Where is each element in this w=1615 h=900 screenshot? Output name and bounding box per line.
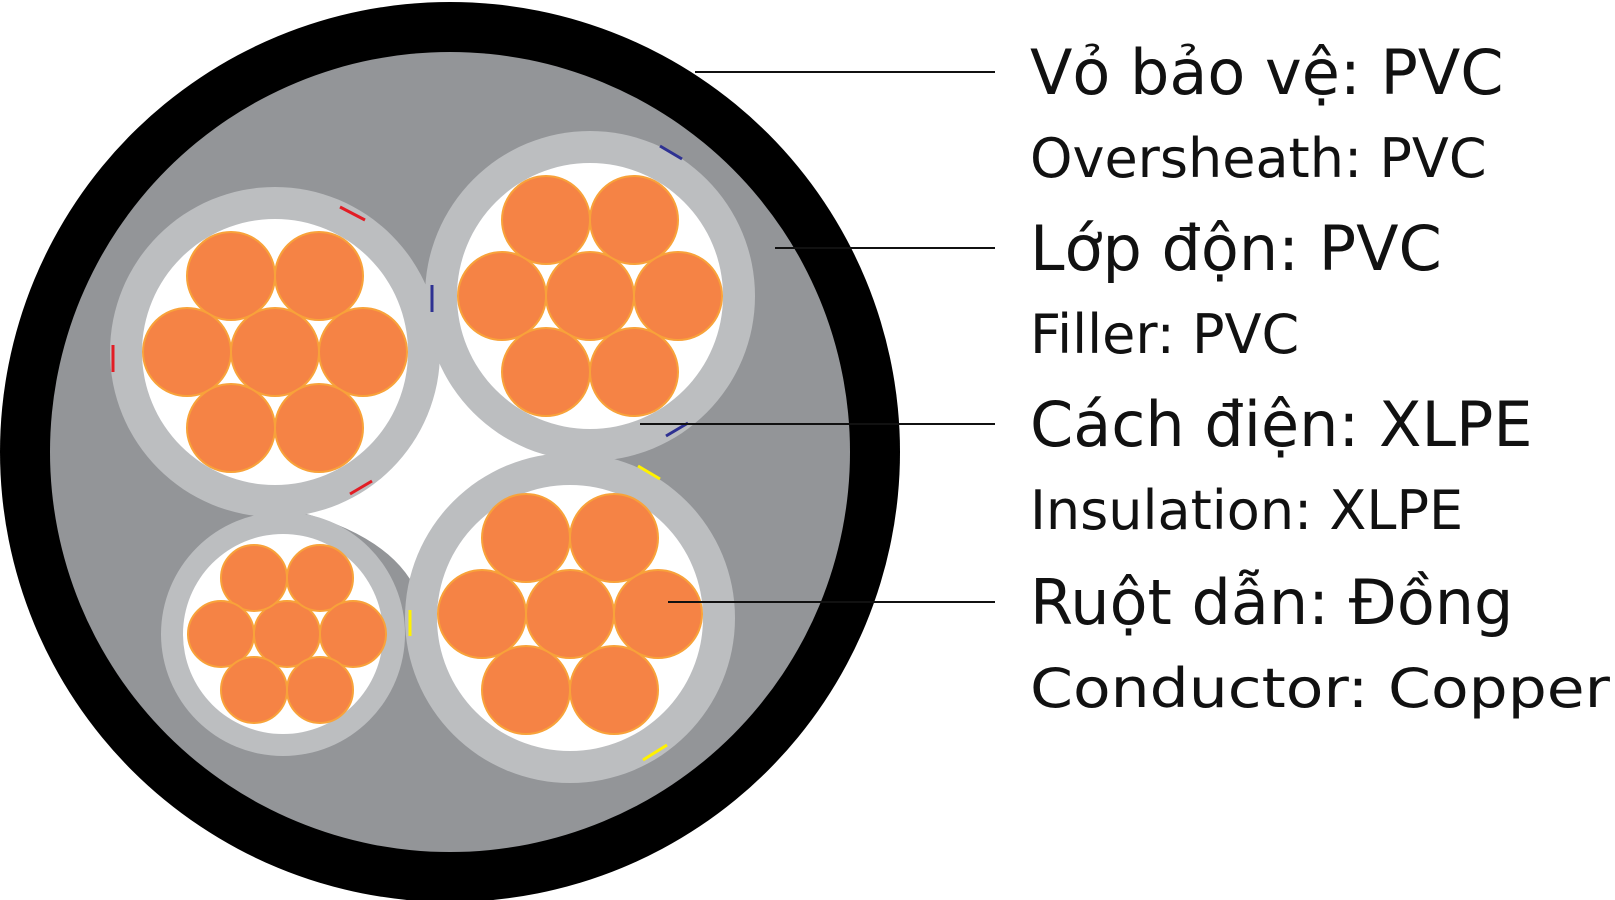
- core-top-right: [425, 131, 755, 461]
- labels: Vỏ bảo vệ: PVC Oversheath: PVC Lớp độn: …: [1030, 36, 1611, 720]
- label-oversheath-en: Oversheath: PVC: [1030, 127, 1487, 190]
- strand: [274, 383, 364, 473]
- label-filler-en: Filler: PVC: [1030, 303, 1299, 366]
- strand: [633, 251, 723, 341]
- center-void: [300, 318, 612, 600]
- cable-body: [0, 2, 900, 900]
- strand: [274, 231, 364, 321]
- strand: [525, 569, 615, 659]
- strand: [186, 231, 276, 321]
- strand: [457, 251, 547, 341]
- strand: [142, 307, 232, 397]
- color-marker-yellow: [408, 464, 668, 762]
- strand: [437, 569, 527, 659]
- core-bottom-right: [405, 453, 735, 783]
- strand: [613, 569, 703, 659]
- strand: [187, 600, 255, 668]
- label-conductor-vi: Ruột dẫn: Đồng: [1030, 566, 1513, 639]
- label-insulation-en: Insulation: XLPE: [1030, 479, 1463, 542]
- strand: [501, 327, 591, 417]
- strand: [545, 251, 635, 341]
- strand: [318, 307, 408, 397]
- strand: [186, 383, 276, 473]
- label-filler-vi: Lớp độn: PVC: [1030, 212, 1442, 285]
- core-top-left: [110, 187, 440, 517]
- strand: [220, 544, 288, 612]
- conductor-strands-top-left: [142, 231, 408, 473]
- strand: [501, 175, 591, 265]
- leader-lines: [640, 71, 995, 603]
- strand: [286, 656, 354, 724]
- conductor-strands-bottom-right: [437, 493, 703, 735]
- label-insulation-vi: Cách điện: XLPE: [1030, 388, 1533, 461]
- strand: [230, 307, 320, 397]
- strand: [220, 656, 288, 724]
- strand: [253, 600, 321, 668]
- strand: [569, 493, 659, 583]
- strand: [286, 544, 354, 612]
- strand: [589, 175, 679, 265]
- color-marker-red: [111, 205, 373, 496]
- conductor-strands-top-right: [457, 175, 723, 417]
- core-bottom-left: [161, 512, 405, 756]
- color-marker-blue: [430, 144, 689, 438]
- conductor-strands-bottom-left: [187, 544, 387, 724]
- strand: [319, 600, 387, 668]
- label-conductor-en: Conductor: Copper: [1030, 657, 1611, 720]
- strand: [481, 493, 571, 583]
- strand: [481, 645, 571, 735]
- label-oversheath-vi: Vỏ bảo vệ: PVC: [1030, 36, 1504, 109]
- strand: [569, 645, 659, 735]
- strand: [589, 327, 679, 417]
